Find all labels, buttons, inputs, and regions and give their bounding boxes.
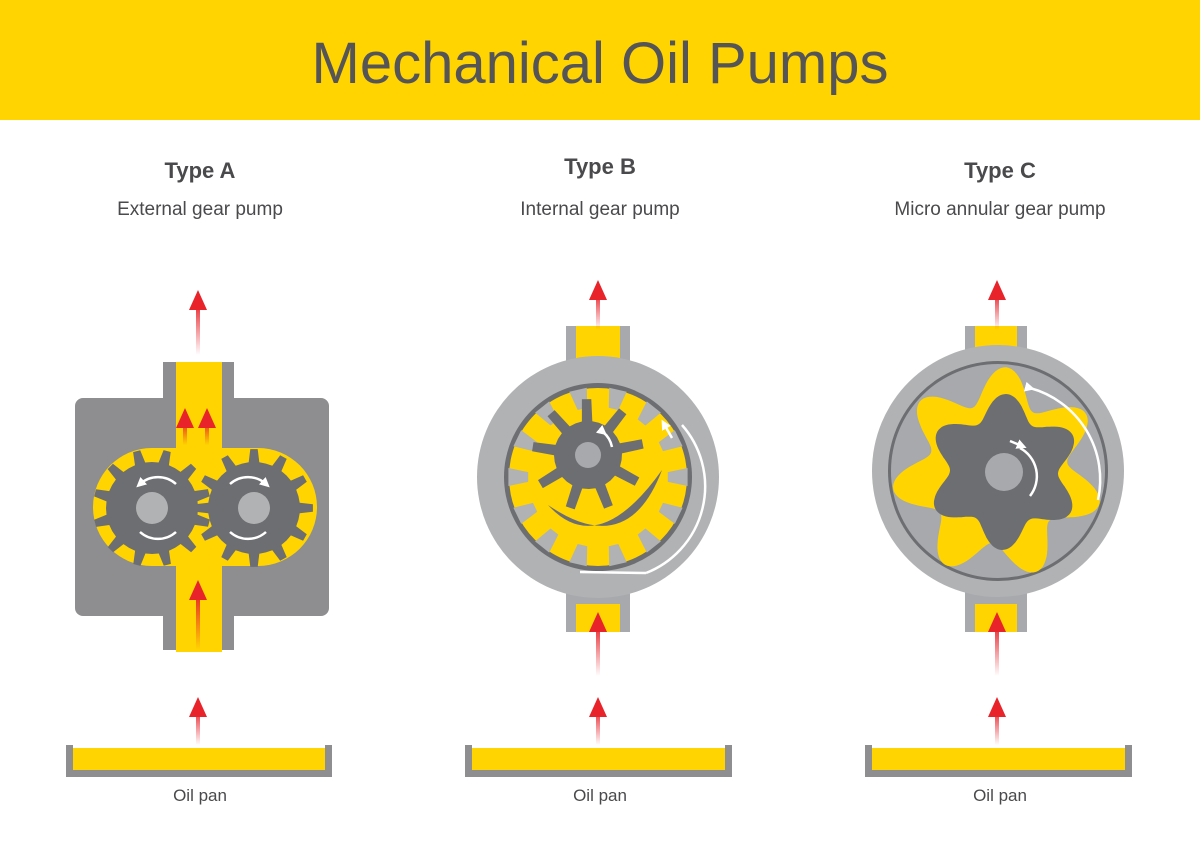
flow-arrow-head: [189, 290, 207, 310]
pump-b-outer-rotation-tail: [579, 570, 647, 575]
pump-c-hub: [985, 453, 1023, 491]
ring-gear-slot: [608, 544, 627, 567]
pump-c-inner-rotation-arrow: [1009, 439, 1027, 449]
flow-arrow-tail: [995, 624, 999, 676]
flow-arrow-tail: [995, 709, 999, 745]
pump-b-inner-rotation-arrow: [595, 424, 614, 448]
flow-arrow-tail: [196, 592, 200, 650]
pump-b-outlet-oil: [576, 326, 620, 358]
flow-arrow-head: [176, 408, 194, 428]
type-a-title: Type A: [164, 158, 236, 183]
flow-arrow-tail: [196, 302, 200, 355]
flow-arrow-head: [988, 280, 1006, 300]
oil-pan-b: [465, 745, 732, 777]
ring-gear-slot: [535, 528, 559, 553]
ring-gear-slot: [569, 544, 588, 567]
flow-arrow-head: [988, 612, 1006, 632]
type-b-title: Type B: [564, 154, 636, 179]
flow-arrow-tail: [596, 292, 600, 330]
flow-arrow-tail: [205, 420, 209, 445]
ring-gear-slot: [667, 468, 688, 486]
flow-arrow-tail: [995, 292, 999, 330]
flow-arrow-head: [189, 697, 207, 717]
pump-b-crescent: [548, 470, 662, 526]
pump-b-ring-gear: [508, 387, 688, 567]
type-c-title: Type C: [964, 158, 1036, 183]
type-c-oil-pan-label: Oil pan: [973, 786, 1027, 805]
pump-b-inner-hub: [575, 442, 601, 468]
ring-gear-slot: [508, 468, 529, 486]
internal-gear-pump: [477, 326, 719, 632]
ring-gear-slot: [513, 430, 538, 452]
pump-a-right-rotation-arc: [229, 531, 267, 541]
micro-annular-gear-pump: [872, 326, 1124, 632]
flow-arrow-head: [198, 408, 216, 428]
flow-arrow-head: [988, 697, 1006, 717]
type-c-subtitle: Micro annular gear pump: [894, 199, 1106, 220]
flow-arrow-head: [589, 280, 607, 300]
pump-c-outer-rotation-arrow: [1023, 381, 1102, 501]
oil-pan-c: [865, 745, 1132, 777]
pump-a-left-rotation-arrow: [136, 475, 177, 488]
flow-arrow-head: [589, 612, 607, 632]
pump-a-right-rotation-arrow: [229, 475, 270, 488]
flow-arrow-tail: [596, 709, 600, 745]
pump-c-inner-rotation-arc: [1019, 446, 1039, 497]
flow-arrow-tail: [183, 420, 187, 445]
ring-gear-slot: [637, 401, 661, 426]
ring-gear-slot: [513, 502, 538, 524]
flow-arrow-tail: [196, 709, 200, 745]
pump-a-left-rotation-arc: [139, 531, 177, 541]
ring-gear-slot: [658, 502, 683, 524]
page-title: Mechanical Oil Pumps: [311, 31, 889, 96]
title-banner: [0, 0, 1200, 120]
ring-gear-slot: [658, 430, 683, 452]
ring-gear-slot: [608, 387, 627, 410]
flow-arrow-head: [189, 580, 207, 600]
oil-pan-a: [66, 745, 332, 777]
flow-arrow-head: [589, 697, 607, 717]
pump-b-outer-rotation-arc: [645, 424, 707, 575]
type-b-oil-pan-label: Oil pan: [573, 786, 627, 805]
type-a-oil-pan-label: Oil pan: [173, 786, 227, 805]
type-b-subtitle: Internal gear pump: [520, 199, 680, 220]
flow-arrow-tail: [596, 624, 600, 676]
pump-b-outer-rotation-arrow: [661, 419, 674, 439]
pump-a-left-hub: [136, 492, 168, 524]
pump-a-right-hub: [238, 492, 270, 524]
external-gear-pump: [75, 362, 329, 652]
type-a-subtitle: External gear pump: [117, 199, 283, 220]
oil-flow-arrows: [176, 280, 1006, 745]
ring-gear-slot: [637, 528, 661, 553]
